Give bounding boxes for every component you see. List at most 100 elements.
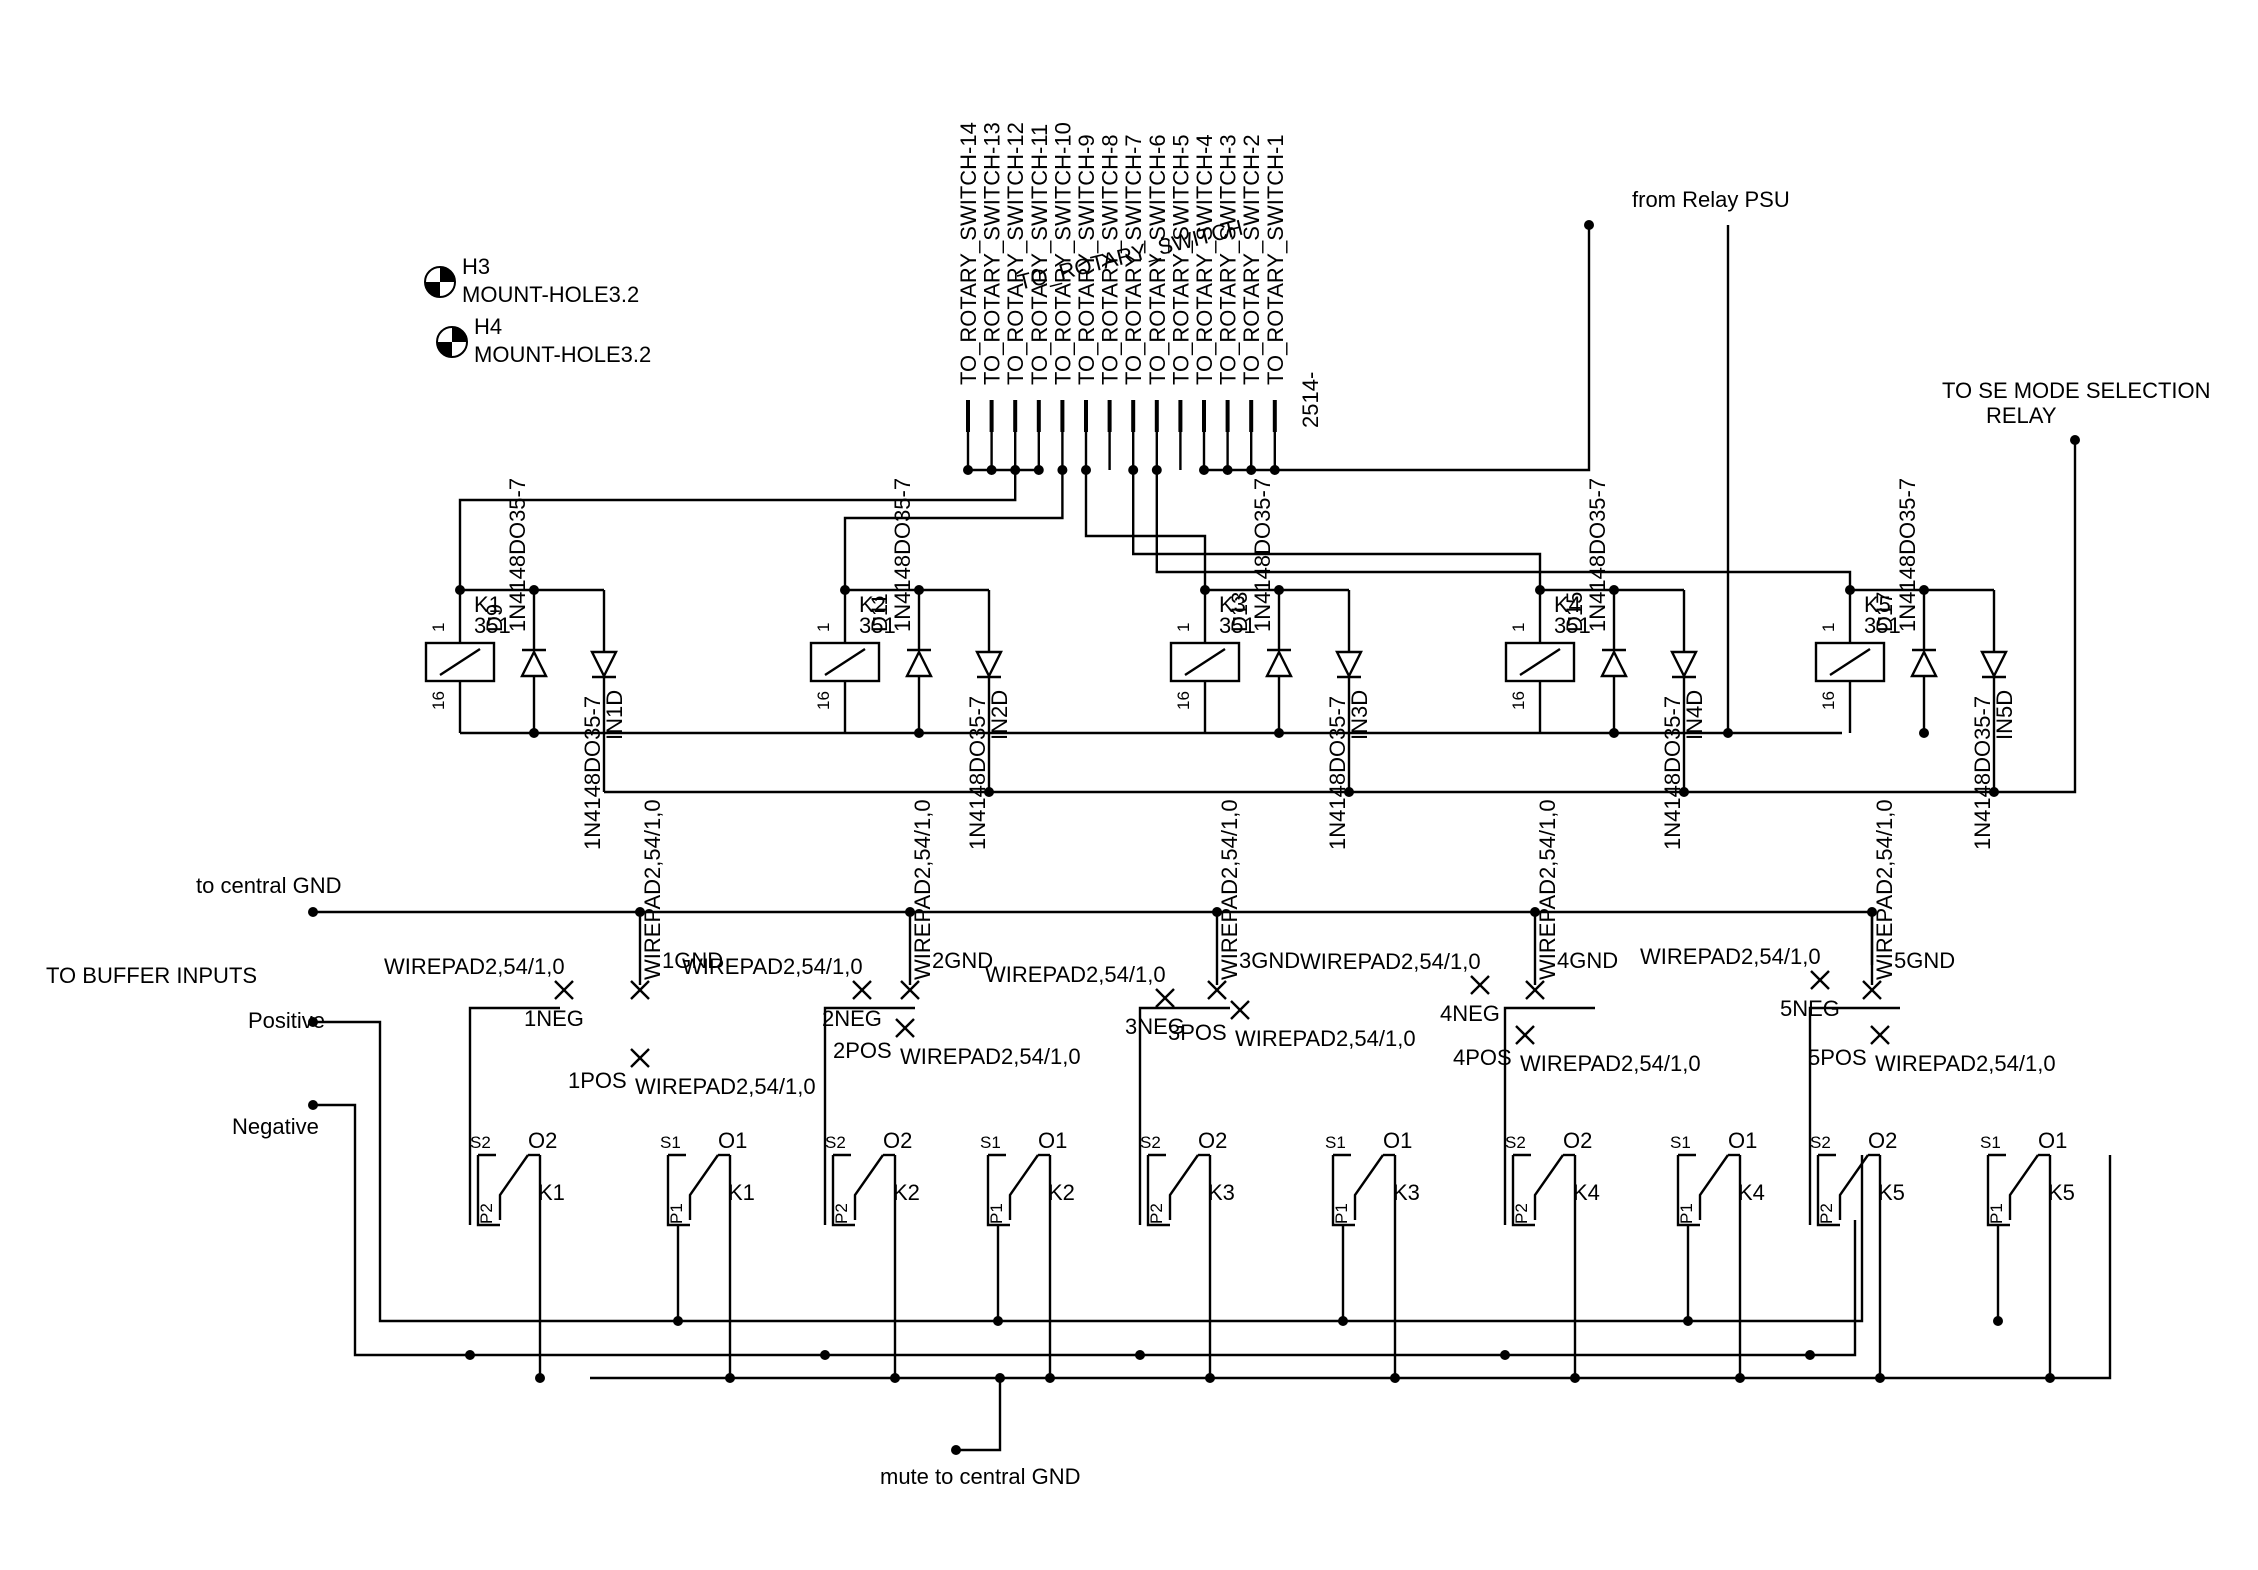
contact-pole-label: P2 — [1512, 1203, 1531, 1224]
contact-open-label: O2 — [883, 1128, 912, 1153]
connector-pin-label: TO_ROTARY_SWITCH-12 — [1003, 122, 1028, 385]
junction-dot — [1010, 465, 1021, 475]
contact-switch-label: S2 — [470, 1133, 491, 1152]
junction-dot — [455, 585, 465, 595]
junction-dot — [535, 1373, 545, 1383]
relay-pin16-label: 16 — [429, 691, 448, 710]
pad-name: 2POS — [833, 1038, 892, 1063]
se-mode-label-line2: RELAY — [1986, 403, 2057, 428]
junction-dot — [1989, 787, 1999, 797]
junction-dot — [1530, 907, 1540, 917]
connector-pin-label: TO_ROTARY_SWITCH-1 — [1263, 134, 1288, 385]
relay-pin16-label: 16 — [814, 691, 833, 710]
mount-hole-value: MOUNT-HOLE3.2 — [462, 282, 639, 307]
junction-dot — [951, 1445, 961, 1455]
indicator-diode-ref: IN5D — [1992, 690, 2017, 740]
junction-dot — [1338, 1316, 1348, 1326]
central-gnd-label: to central GND — [196, 873, 342, 898]
junction-dot — [308, 1017, 318, 1027]
pad-value: WIREPAD2,54/1,0 — [1235, 1026, 1416, 1051]
coil-diode-ref: D15 — [1562, 592, 1587, 632]
coil-diode-part: 1N4148DO35-7 — [1895, 478, 1920, 632]
junction-dot — [1845, 585, 1855, 595]
rotary-switch-connector: TO_ROTARY_SWITCH-14TO_ROTARY_SWITCH-13TO… — [956, 122, 1323, 475]
junction-dot — [914, 585, 924, 595]
contact-switch-label: S2 — [1505, 1133, 1526, 1152]
contact-pole-label: P1 — [667, 1203, 686, 1224]
pad-name: 3GND — [1239, 948, 1300, 973]
pad-value: WIREPAD2,54/1,0 — [640, 799, 665, 980]
relay-ref: K4 — [1554, 592, 1581, 617]
relay-pin16-label: 16 — [1509, 691, 1528, 710]
pad-value: WIREPAD2,54/1,0 — [985, 962, 1166, 987]
pad-name: 1NEG — [524, 1006, 584, 1031]
contact-switch-label: S1 — [1325, 1133, 1346, 1152]
connector-pin-label: TO_ROTARY_SWITCH-5 — [1168, 134, 1193, 385]
contact-pole-label: P1 — [1987, 1203, 2006, 1224]
connector-pin-label: TO_ROTARY_SWITCH-4 — [1192, 134, 1217, 385]
pad-value: WIREPAD2,54/1,0 — [1875, 1051, 2056, 1076]
indicator-diode — [1980, 650, 2008, 679]
junction-dot — [1081, 465, 1091, 475]
connector-pins — [963, 400, 1280, 475]
relay-value: 351 — [474, 613, 511, 638]
indicator-diode-ref: IN1D — [602, 690, 627, 740]
contact-switch-label: S1 — [980, 1133, 1001, 1152]
mount-hole-h4: H4 MOUNT-HOLE3.2 — [436, 314, 651, 367]
pad-name: 3POS — [1168, 1020, 1227, 1045]
junction-dot — [2045, 1373, 2055, 1383]
junction-dot — [1875, 1373, 1885, 1383]
junction-dot — [465, 1350, 475, 1360]
contact-switch-label: S1 — [660, 1133, 681, 1152]
contact-open-label: O2 — [1563, 1128, 1592, 1153]
contact-pole-label: P1 — [987, 1203, 1006, 1224]
junction-dot — [820, 1350, 830, 1360]
indicator-diode-part: 1N4148DO35-7 — [1660, 696, 1685, 850]
connector-pin-label: TO_ROTARY_SWITCH-9 — [1074, 134, 1099, 385]
relay-ref: K2 — [859, 592, 886, 617]
junction-dot — [1535, 585, 1545, 595]
mute-label: mute to central GND — [880, 1464, 1081, 1489]
relay-pin1-label: 1 — [1174, 623, 1193, 632]
buffer-inputs-label: TO BUFFER INPUTS — [46, 963, 257, 988]
relay-pin1-label: 1 — [1819, 623, 1838, 632]
relay-value: 351 — [859, 613, 896, 638]
junction-dot — [905, 907, 915, 917]
coil-diode-ref: D13 — [1227, 592, 1252, 632]
pad-value: WIREPAD2,54/1,0 — [682, 954, 863, 979]
junction-dot — [1993, 1316, 2003, 1326]
coil-diode — [1910, 649, 1938, 678]
pad-name: 2GND — [932, 948, 993, 973]
mount-hole-ref: H3 — [462, 254, 490, 279]
relay-pin16-label: 16 — [1174, 691, 1193, 710]
contact-ref: K2 — [893, 1180, 920, 1205]
connector-pin-label: TO_ROTARY_SWITCH-13 — [980, 122, 1005, 385]
relay-value: 351 — [1864, 613, 1901, 638]
pad-value: WIREPAD2,54/1,0 — [1640, 944, 1821, 969]
indicator-diode-part: 1N4148DO35-7 — [1970, 696, 1995, 850]
connector-pin-label: TO_ROTARY_SWITCH-6 — [1145, 134, 1170, 385]
junction-dot — [1135, 1350, 1145, 1360]
relay-coil — [424, 641, 496, 683]
junction-dot — [1500, 1350, 1510, 1360]
se-mode-label-line1: TO SE MODE SELECTION — [1942, 378, 2211, 403]
connector-pin-labels: TO_ROTARY_SWITCH-14TO_ROTARY_SWITCH-13TO… — [956, 122, 1288, 385]
contact-pole-label: P1 — [1332, 1203, 1351, 1224]
contact-switch-label: S1 — [1670, 1133, 1691, 1152]
pad-value: WIREPAD2,54/1,0 — [635, 1074, 816, 1099]
pad-value: WIREPAD2,54/1,0 — [1520, 1051, 1701, 1076]
contact-ref: K5 — [1878, 1180, 1905, 1205]
contact-open-label: O2 — [1868, 1128, 1897, 1153]
